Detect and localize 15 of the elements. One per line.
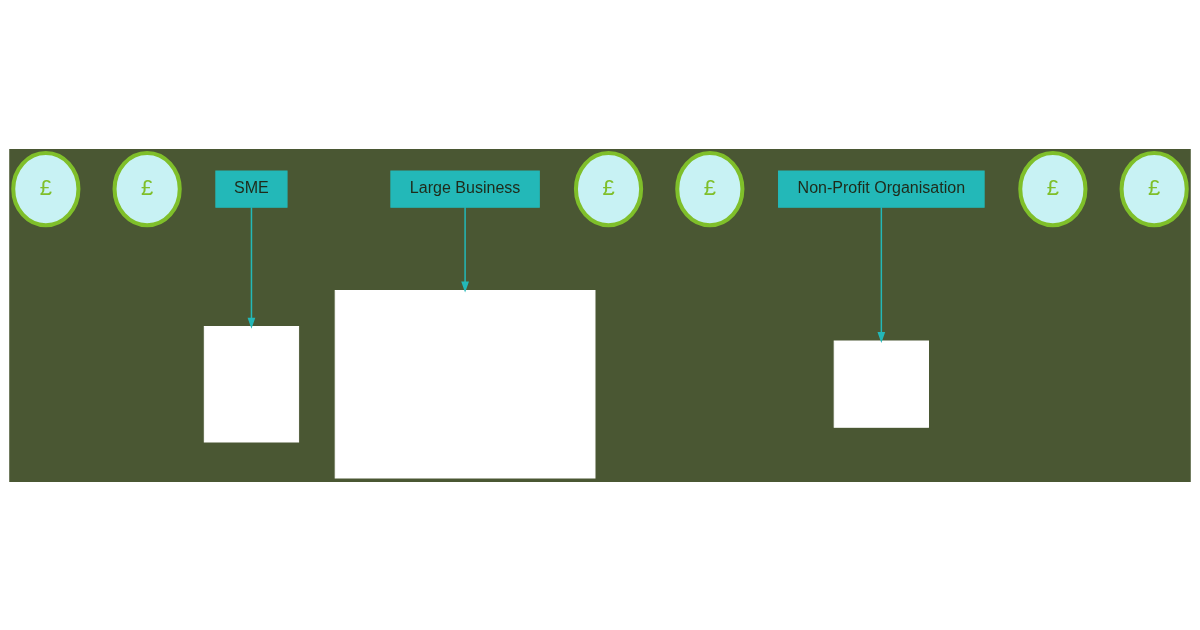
node-circle: £	[112, 150, 182, 227]
node-box: SME	[215, 170, 288, 208]
node-circle: £	[573, 150, 644, 227]
arrow	[247, 206, 256, 329]
node-box: Non-Profit Organisation	[778, 170, 985, 208]
node-circle: £	[675, 150, 745, 227]
node-circle: £	[1119, 150, 1189, 227]
node-box	[203, 325, 300, 442]
arrow	[877, 206, 886, 343]
node-box: Large Business	[390, 170, 540, 208]
node-box	[833, 340, 929, 428]
node-box	[334, 289, 596, 478]
node-circle: £	[11, 150, 81, 227]
node-circle: £	[1018, 150, 1088, 227]
arrow	[461, 206, 469, 292]
